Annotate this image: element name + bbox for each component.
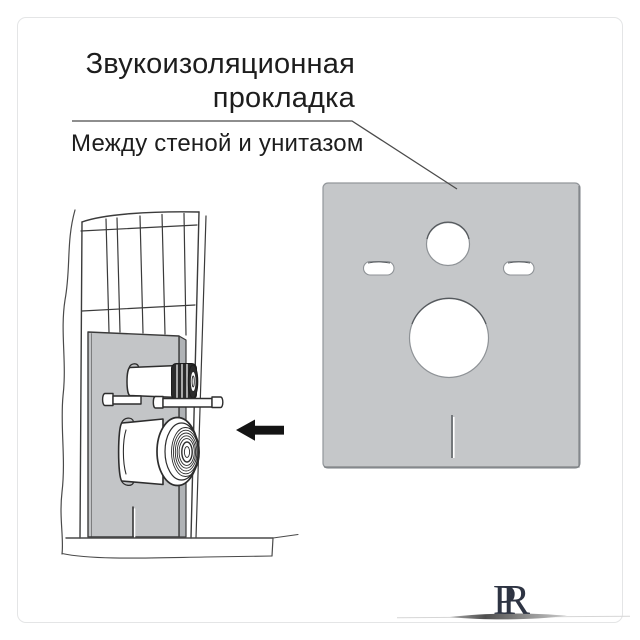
- title-line-1: Звукоизоляционная: [85, 48, 355, 80]
- stud-right-cap: [211, 396, 224, 409]
- drain-pipe: [117, 416, 200, 487]
- gasket-front-view: [322, 182, 581, 469]
- page-title: Звукоизоляционная прокладка: [58, 47, 355, 115]
- gasket-main-hole-shadow: [411, 297, 487, 325]
- gasket-slot-left-shadow: [367, 261, 391, 264]
- drain-flange-opening: [181, 441, 193, 463]
- gasket-slot-right-shadow: [507, 261, 531, 264]
- gasket-slot-right: [502, 260, 535, 276]
- wall-break-edge: [60, 209, 76, 555]
- arrow-left-icon: [236, 419, 284, 441]
- drain-flange-threads: [171, 427, 200, 477]
- gasket-slot-left: [362, 260, 395, 276]
- brand-letter-r: R: [502, 578, 531, 624]
- wall-installation-diagram: [60, 209, 299, 559]
- stud-right-rod: [162, 397, 213, 408]
- gasket-bottom-slit: [451, 415, 455, 458]
- stud-left-rod: [112, 395, 142, 405]
- brand-letter-p: P: [493, 578, 517, 624]
- subtitle: Между стеной и унитазом: [71, 130, 364, 157]
- mounting-studs: [101, 392, 224, 409]
- stud-right-collar: [152, 395, 164, 409]
- brand-logo-monogram: P R: [493, 580, 555, 624]
- floor: [61, 533, 299, 559]
- brand-swoosh: [396, 613, 631, 620]
- leader-line: [72, 120, 458, 190]
- panel-bottom-slit: [132, 506, 136, 538]
- gasket-top-hole-shadow: [426, 221, 470, 240]
- gasket-shadow-edge: [324, 186, 580, 468]
- title-line-2: прокладка: [212, 82, 355, 114]
- water-supply-pipe: [126, 363, 199, 400]
- stud-left-cap: [101, 392, 114, 407]
